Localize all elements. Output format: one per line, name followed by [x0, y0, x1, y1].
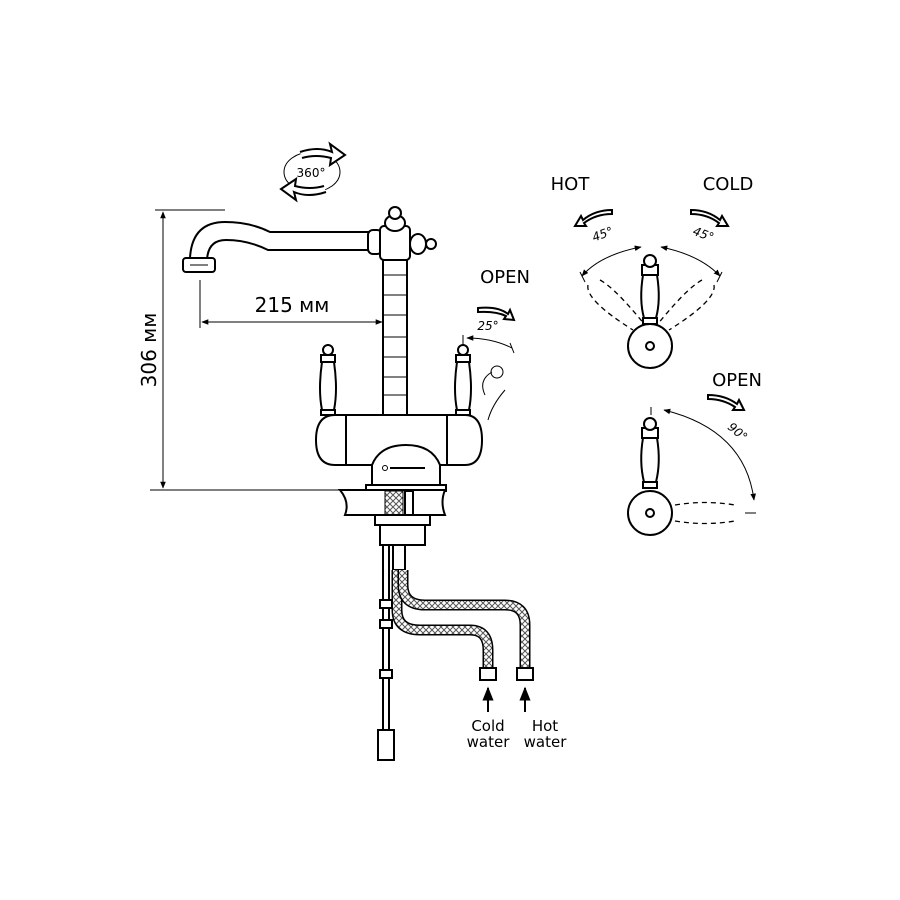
rotation-label: 360°: [297, 166, 326, 180]
height-dimension: 306 мм: [137, 209, 345, 491]
left-handle: [319, 344, 337, 416]
hot-arrow-icon: [573, 208, 613, 227]
temperature-view: HOT COLD 45° 45°: [551, 174, 754, 369]
cold-label-2: water: [467, 733, 511, 751]
cold-angle-label: 45°: [691, 224, 716, 244]
cold-arrow-icon: [690, 208, 730, 227]
rotation-360-icon: 360°: [279, 141, 347, 203]
open-handle-base: [627, 490, 673, 536]
cold-label-1: Cold: [471, 717, 504, 735]
handle-base: [627, 323, 673, 369]
hot-inlet: Hot water: [519, 686, 568, 751]
open-label: OPEN: [712, 370, 762, 391]
open-view: OPEN 90°: [627, 370, 762, 536]
brand-logo: [382, 465, 388, 471]
open-arrow-icon: [707, 393, 746, 411]
cold-connector: [479, 667, 497, 681]
hot-angle-label: 45°: [590, 224, 615, 244]
hot-label-2: water: [524, 733, 568, 751]
height-label: 306 мм: [137, 313, 161, 388]
cold-inlet: Cold water: [467, 686, 511, 751]
faucet-side-view: [182, 206, 534, 761]
hot-connector: [516, 667, 534, 681]
cold-label: COLD: [703, 174, 754, 195]
hot-label-1: Hot: [532, 717, 558, 735]
right-handle: [454, 344, 472, 416]
curved-arrow-icon: [477, 306, 516, 322]
side-open-indicator: OPEN 25°: [462, 267, 530, 354]
reach-label: 215 мм: [255, 293, 330, 317]
mixer-body: [314, 414, 484, 466]
base: [371, 443, 441, 486]
side-open-label: OPEN: [480, 267, 530, 288]
reach-dimension: 215 мм: [199, 280, 383, 328]
spout: [189, 220, 373, 261]
side-angle-label: 25°: [477, 319, 498, 333]
hot-label: HOT: [551, 174, 591, 195]
open-angle-label: 90°: [725, 420, 750, 444]
